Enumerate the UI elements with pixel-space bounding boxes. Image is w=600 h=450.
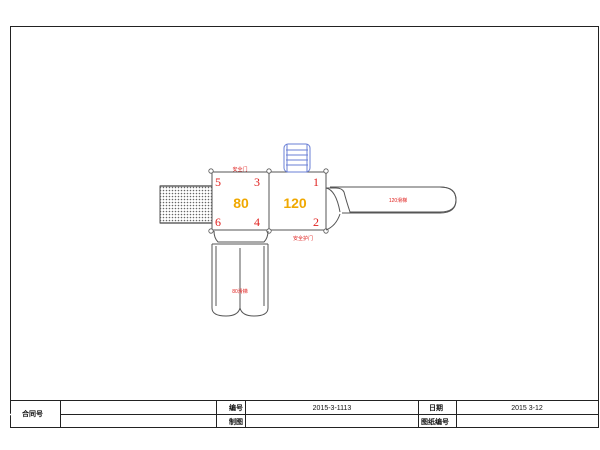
number-label: 编号	[229, 403, 243, 412]
drawn-label: 制图	[229, 417, 243, 426]
mesh-bridge	[159, 185, 213, 224]
corner-number-5: 5	[215, 175, 221, 189]
date-value: 2015 3-12	[511, 405, 543, 412]
label-bottom-right-platform: 安全护门	[293, 235, 313, 242]
label-top-left-platform: 安全门	[232, 166, 247, 173]
platform-120-value: 120	[283, 195, 307, 211]
ladder	[283, 143, 311, 173]
label-bottom-slide: 80滑梯	[232, 288, 248, 295]
corner-number-4: 4	[254, 215, 260, 229]
platform-120	[268, 171, 327, 231]
corner-number-2: 2	[313, 215, 319, 229]
corner-number-1: 1	[313, 175, 319, 189]
title-block	[10, 400, 598, 427]
number-value: 2015-3-1113	[313, 405, 352, 412]
corner-numbers: 5 3 6 4 1 2	[215, 175, 319, 229]
corner-number-3: 3	[254, 175, 260, 189]
platform-80-value: 80	[233, 195, 249, 211]
date-label: 日期	[429, 403, 443, 412]
label-right-slide: 120滑梯	[389, 197, 407, 204]
platform-posts	[208, 168, 329, 234]
corner-number-6: 6	[215, 215, 221, 229]
drawing-number-label: 图纸编号	[421, 417, 449, 426]
slide-right	[325, 186, 457, 231]
platform-80	[211, 171, 270, 231]
slide-bottom	[211, 230, 269, 317]
drawing-border	[10, 26, 599, 428]
contract-label: 合同号	[21, 409, 43, 418]
